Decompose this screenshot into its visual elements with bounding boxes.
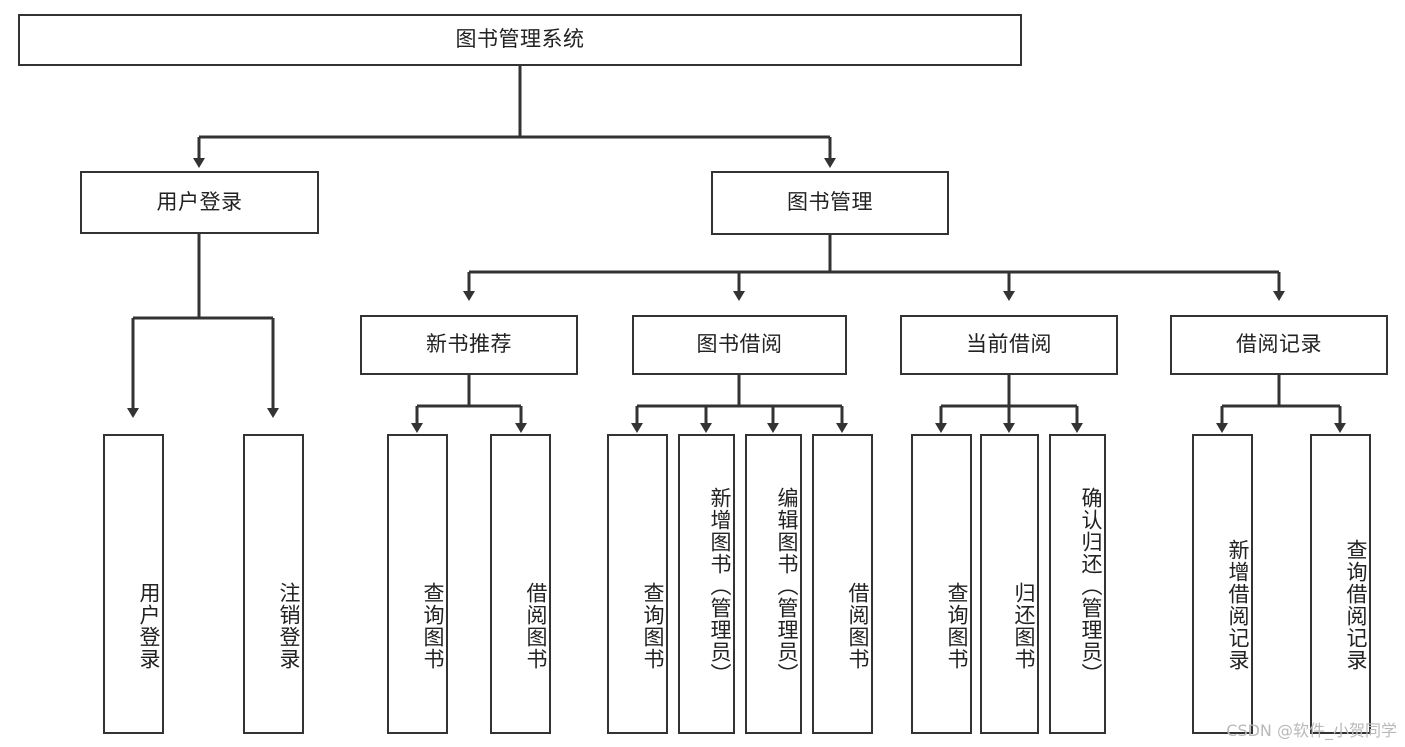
leaf-query-book-3[interactable]: 查询图书 [911,434,972,734]
leaf-logout[interactable]: 注销登录 [243,434,304,734]
leaf-add-borrow-record[interactable]: 新增借阅记录 [1192,434,1253,734]
node-book-borrow-label: 图书借阅 [696,332,783,357]
leaf-query-book-2[interactable]: 查询图书 [607,434,668,734]
leaf-user-login[interactable]: 用户登录 [103,434,164,734]
node-book-borrow[interactable]: 图书借阅 [632,315,847,375]
leaf-confirm-return-admin[interactable]: 确认归还（管理员） [1049,434,1106,734]
leaf-user-login-label: 用户登录 [137,582,161,670]
node-new-book-recommend[interactable]: 新书推荐 [360,315,578,375]
leaf-query-book-1[interactable]: 查询图书 [387,434,448,734]
node-borrow-record-label: 借阅记录 [1236,332,1322,357]
leaf-query-borrow-record[interactable]: 查询借阅记录 [1310,434,1371,734]
leaf-add-book-admin-label: 新增图书（管理员） [708,487,732,685]
leaf-return-book[interactable]: 归还图书 [980,434,1039,734]
leaf-add-book-admin[interactable]: 新增图书（管理员） [678,434,735,734]
leaf-query-borrow-record-label: 查询借阅记录 [1344,539,1368,671]
node-current-borrow-label: 当前借阅 [966,332,1052,357]
leaf-edit-book-admin[interactable]: 编辑图书（管理员） [745,434,802,734]
leaf-edit-book-admin-label: 编辑图书（管理员） [775,487,799,685]
node-book-management[interactable]: 图书管理 [711,171,949,235]
csdn-watermark: CSDN @软件_小贺同学 [1226,721,1397,740]
leaf-borrow-book-1-label: 借阅图书 [524,582,548,670]
node-root-label: 图书管理系统 [455,27,585,52]
leaf-logout-label: 注销登录 [277,582,301,670]
node-new-book-recommend-label: 新书推荐 [426,332,512,357]
leaf-query-book-3-label: 查询图书 [945,582,969,670]
node-root[interactable]: 图书管理系统 [18,14,1022,66]
node-current-borrow[interactable]: 当前借阅 [900,315,1118,375]
leaf-add-borrow-record-label: 新增借阅记录 [1226,539,1250,671]
node-borrow-record[interactable]: 借阅记录 [1170,315,1388,375]
leaf-borrow-book-2[interactable]: 借阅图书 [812,434,873,734]
node-book-management-label: 图书管理 [787,190,873,215]
node-user-login-label: 用户登录 [156,189,243,214]
leaf-query-book-2-label: 查询图书 [641,582,665,670]
leaf-return-book-label: 归还图书 [1012,582,1036,670]
leaf-borrow-book-1[interactable]: 借阅图书 [490,434,551,734]
node-user-login[interactable]: 用户登录 [80,171,319,234]
leaf-query-book-1-label: 查询图书 [421,582,445,670]
leaf-borrow-book-2-label: 借阅图书 [846,582,870,670]
leaf-confirm-return-admin-label: 确认归还（管理员） [1079,487,1103,685]
